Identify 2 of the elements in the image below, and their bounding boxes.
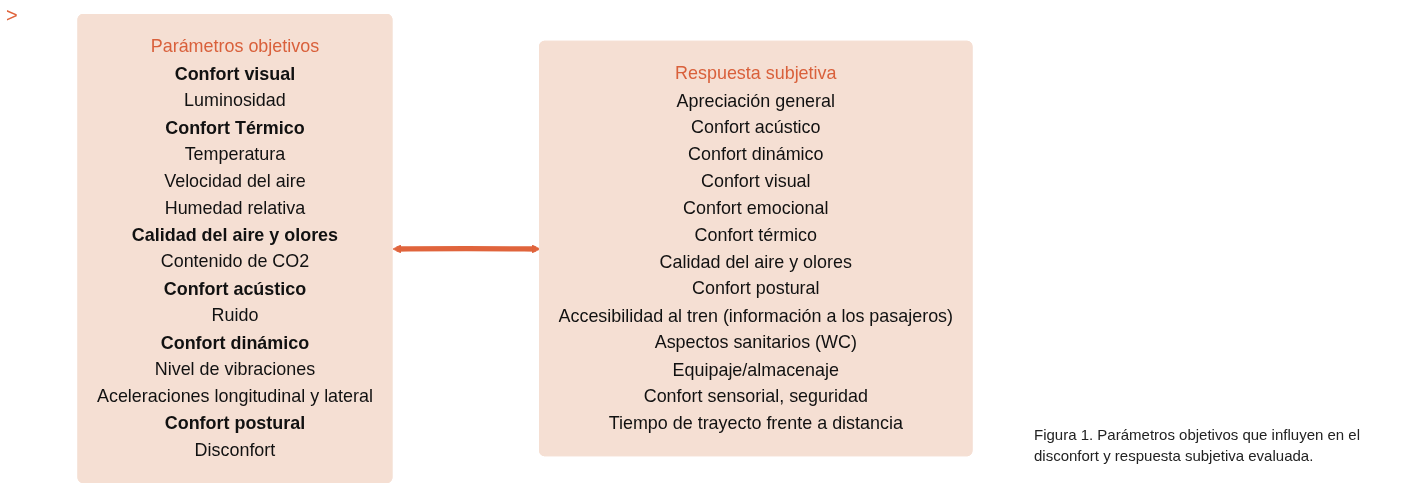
marker-glyph: > (6, 4, 18, 26)
figure-caption: Figura 1. Parámetros objetivos que influyen en el disconfort y respuesta subjetiva evaluada. (1034, 425, 1361, 466)
